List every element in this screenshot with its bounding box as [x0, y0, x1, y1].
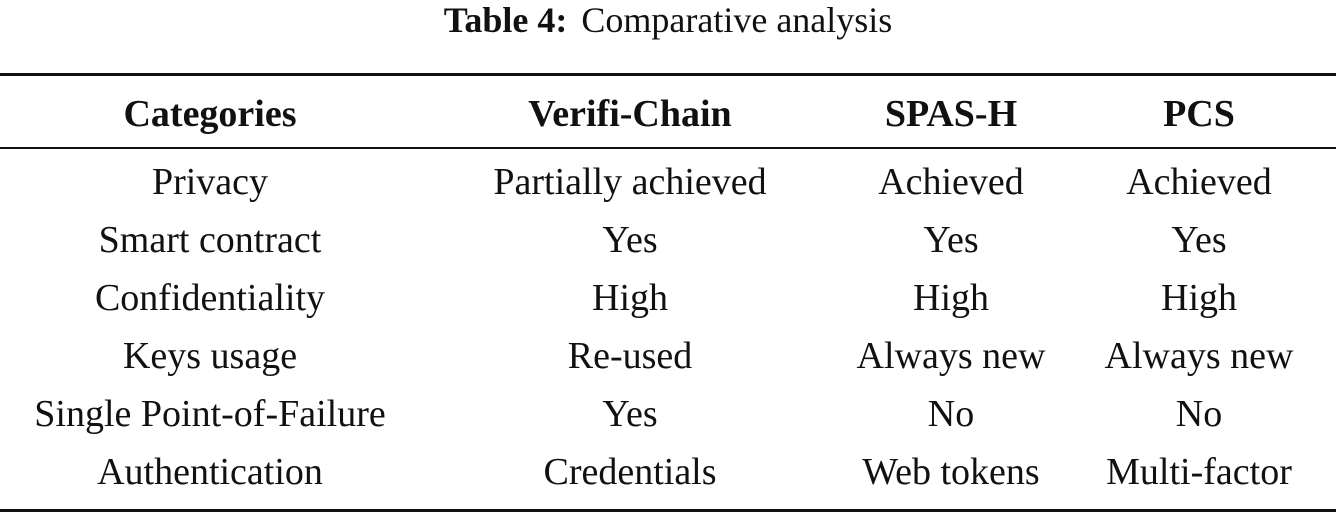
table-row: Authentication Credentials Web tokens Mu…	[0, 443, 1336, 501]
cell-pcs: Achieved	[1126, 161, 1272, 203]
table-row: Keys usage Re-used Always new Always new	[0, 327, 1336, 385]
caption-text: Comparative analysis	[581, 0, 893, 40]
header-rule	[0, 147, 1336, 149]
cell-spas-h: High	[913, 277, 989, 319]
table-row: Confidentiality High High High	[0, 269, 1336, 327]
table-row: Single Point-of-Failure Yes No No	[0, 385, 1336, 443]
column-header-spas-h: SPAS-H	[884, 93, 1018, 135]
cell-pcs: Multi-factor	[1106, 451, 1292, 493]
table-row: Privacy Partially achieved Achieved Achi…	[0, 150, 1336, 211]
cell-verifi-chain: High	[592, 277, 668, 319]
column-header-categories: Categories	[123, 93, 297, 135]
top-rule	[0, 73, 1336, 76]
cell-verifi-chain: Yes	[602, 219, 658, 261]
cell-pcs: No	[1175, 393, 1223, 435]
bottom-rule	[0, 509, 1336, 512]
column-header-pcs: PCS	[1163, 93, 1235, 135]
cell-spas-h: Yes	[923, 219, 979, 261]
cell-spas-h: Achieved	[878, 161, 1024, 203]
comparison-table: Categories Verifi-Chain SPAS-H PCS Priva…	[0, 76, 1336, 501]
row-category: Confidentiality	[94, 277, 326, 319]
cell-pcs: Yes	[1171, 219, 1227, 261]
column-header-verifi-chain: Verifi-Chain	[528, 93, 732, 135]
cell-pcs: Always new	[1104, 335, 1294, 377]
row-category: Authentication	[97, 451, 323, 493]
cell-spas-h: Always new	[856, 335, 1046, 377]
cell-verifi-chain: Credentials	[543, 451, 717, 493]
cell-pcs: High	[1161, 277, 1237, 319]
row-category: Single Point-of-Failure	[34, 393, 386, 435]
cell-verifi-chain: Yes	[602, 393, 658, 435]
caption-label: Table 4:	[443, 0, 568, 40]
cell-spas-h: No	[927, 393, 975, 435]
row-category: Keys usage	[122, 335, 298, 377]
row-category: Smart contract	[98, 219, 322, 261]
table-row: Smart contract Yes Yes Yes	[0, 211, 1336, 269]
cell-verifi-chain: Partially achieved	[493, 161, 767, 203]
table-caption: Table 4: Comparative analysis	[0, 0, 1336, 40]
cell-verifi-chain: Re-used	[567, 335, 693, 377]
row-category: Privacy	[151, 161, 269, 203]
cell-spas-h: Web tokens	[862, 451, 1040, 493]
header-row: Categories Verifi-Chain SPAS-H PCS	[0, 76, 1336, 150]
